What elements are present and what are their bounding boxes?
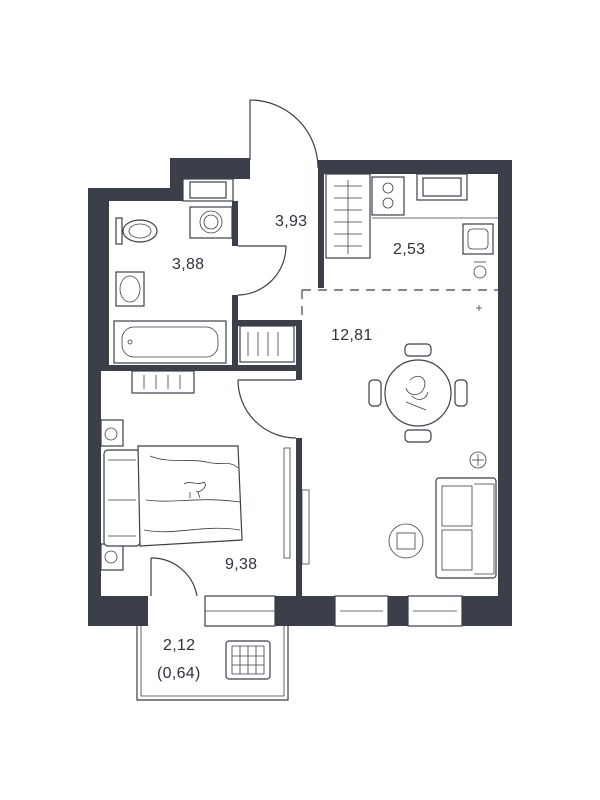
bedroom-area-label: 9,38 [225, 556, 258, 573]
living-area-label: 12,81 [331, 327, 373, 344]
hall-area-label: 3,93 [275, 213, 308, 230]
bathroom-area-label: 3,88 [172, 256, 205, 273]
balcony [136, 626, 289, 701]
bedroom-furniture [100, 419, 291, 571]
living-furniture [301, 305, 497, 579]
hall-wardrobes [131, 173, 371, 394]
walls [88, 158, 512, 626]
balcony-reduced-area-label: (0,64) [157, 665, 201, 682]
kitchen-fixtures [301, 176, 498, 320]
bathroom-fixtures [113, 206, 233, 364]
kitchen-area-label: 2,53 [393, 241, 426, 258]
windows [182, 173, 468, 627]
balcony-area-label: 2,12 [163, 637, 196, 654]
doors [150, 99, 319, 597]
